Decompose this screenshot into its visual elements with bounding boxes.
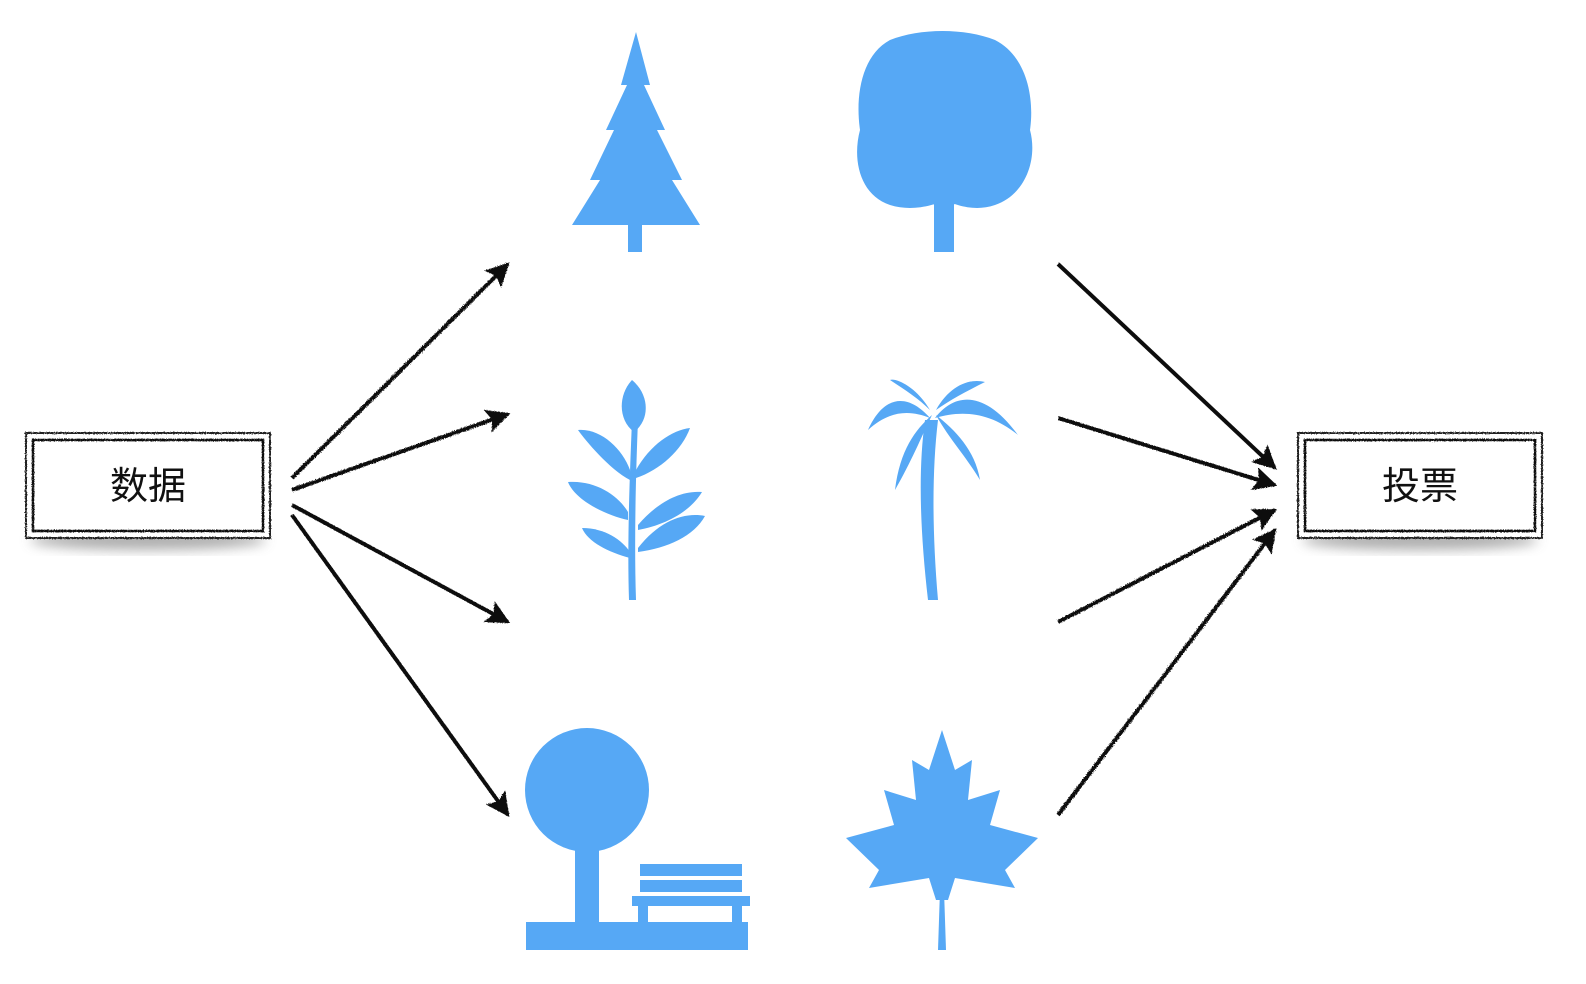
palm-tree-icon (868, 379, 1018, 600)
arrow-from-palm-tree (1057, 416, 1278, 491)
output-box: 投票 (1297, 432, 1543, 550)
arrow-to-sapling (291, 409, 511, 492)
input-box-label: 数据 (110, 464, 186, 508)
output-box-label: 投票 (1382, 464, 1458, 508)
arrow-from-oak-tree (1056, 262, 1277, 470)
arrow-to-park-tree (290, 513, 510, 817)
leafy-sapling-icon (568, 380, 705, 600)
pine-tree-icon (572, 32, 700, 252)
arrow-from-maple-leaf (1056, 528, 1277, 817)
park-tree-bench-icon (525, 728, 750, 950)
arrow-from-third-tree (1057, 508, 1278, 624)
arrow-to-third-tree (291, 503, 511, 624)
input-arrows (290, 262, 511, 817)
maple-leaf-icon (846, 730, 1038, 950)
oak-tree-icon (857, 31, 1033, 252)
arrow-to-pine-tree (290, 262, 510, 480)
input-box: 数据 (25, 432, 271, 550)
output-arrows (1056, 262, 1278, 817)
